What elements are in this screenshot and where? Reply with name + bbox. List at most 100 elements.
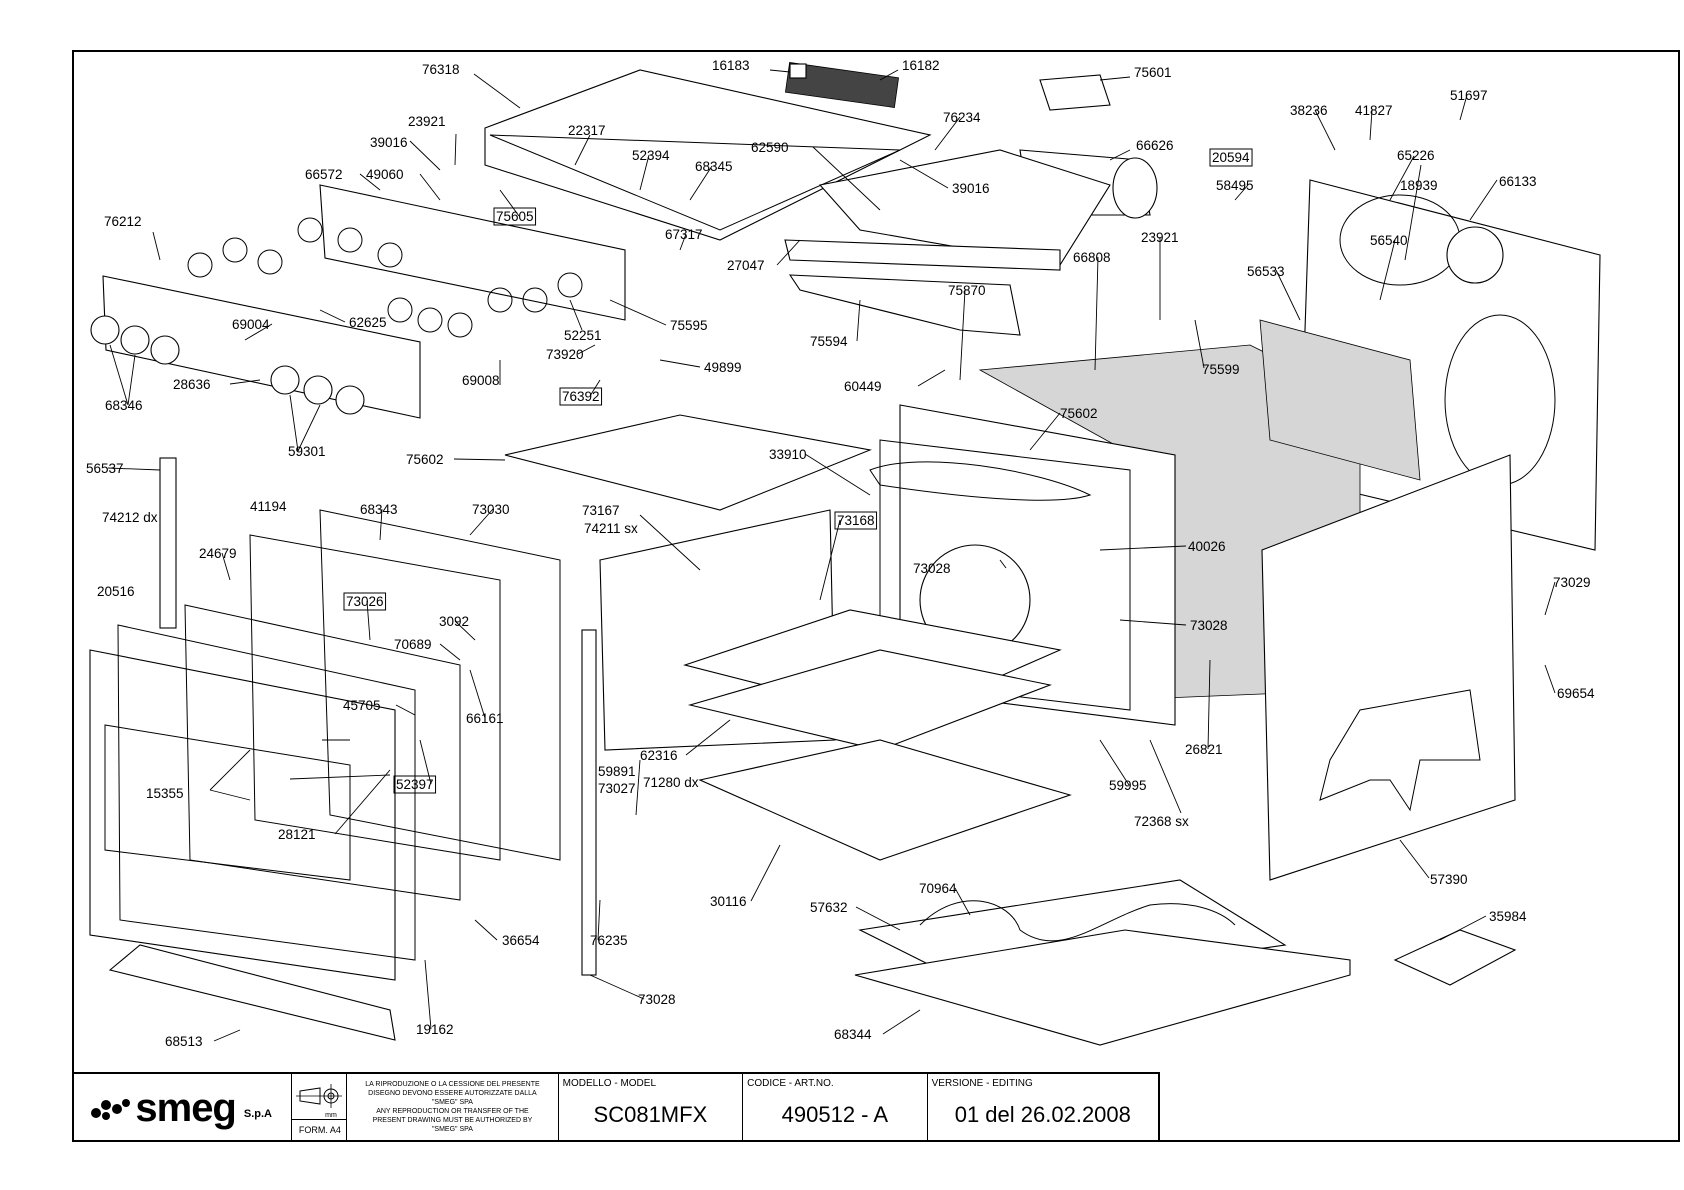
part-number-label: 16183	[712, 58, 750, 73]
model-value: SC081MFX	[593, 1102, 708, 1127]
side-insulation	[1259, 319, 1421, 481]
drawing-frame	[72, 50, 1680, 1142]
code-field: CODICE - ART.NO. 490512 - A	[743, 1074, 928, 1142]
door-glass-2	[117, 624, 416, 961]
part-number-label: 40026	[1188, 539, 1226, 554]
part-number-label-boxed: 76392	[562, 389, 600, 404]
part-number-label: 73027	[598, 781, 636, 796]
door-window	[104, 724, 351, 881]
part-number-label: 73167	[582, 503, 620, 518]
part-number-label: 69008	[462, 373, 500, 388]
cooling-fan-end	[1112, 157, 1158, 219]
part-number-label: 28636	[173, 377, 211, 392]
parts-geometry	[89, 62, 1601, 1046]
control-panel-left	[102, 275, 421, 419]
part-number-label: 26821	[1185, 742, 1223, 757]
knobs	[90, 217, 583, 415]
part-number-label: 49899	[704, 360, 742, 375]
label-box	[559, 387, 603, 406]
part-number-label: 71280 dx	[643, 775, 699, 790]
manual-book	[1393, 929, 1517, 986]
label-box	[393, 775, 437, 794]
part-number-label: 52394	[632, 148, 670, 163]
part-number-label: 73028	[1190, 618, 1228, 633]
part-number-label: 39016	[370, 135, 408, 150]
part-number-label: 75602	[406, 452, 444, 467]
baking-tray	[687, 649, 1052, 751]
control-panel-upper	[319, 184, 626, 321]
model-label: MODELLO - MODEL	[562, 1078, 657, 1089]
part-number-label: 58495	[1216, 178, 1254, 193]
part-number-label: 51697	[1450, 88, 1488, 103]
drip-pan	[698, 739, 1072, 861]
part-number-label: 56533	[1247, 264, 1285, 279]
code-label: CODICE - ART.NO.	[747, 1078, 834, 1089]
smeg-logo-dots-icon	[91, 1099, 131, 1120]
label-box	[343, 592, 387, 611]
part-number-label: 72368 sx	[1134, 814, 1189, 829]
part-number-label: 23921	[408, 114, 446, 129]
fan-motor	[1446, 226, 1504, 284]
part-number-label: 69654	[1557, 686, 1595, 701]
part-number-label-boxed: 75605	[496, 209, 534, 224]
part-number-label: 66626	[1136, 138, 1174, 153]
notice-line: DISEGNO DEVONO ESSERE AUTORIZZATE DALLA	[368, 1090, 537, 1097]
model-field: MODELLO - MODEL SC081MFX	[559, 1074, 744, 1142]
part-number-label: 3092	[439, 614, 469, 629]
top-heating-element	[869, 461, 1092, 501]
projection-symbol-icon: mm	[292, 1074, 348, 1120]
part-number-label: 22317	[568, 123, 606, 138]
logo-cell: smeg S.p.A	[72, 1074, 293, 1142]
door-bottom-profile	[108, 944, 396, 1041]
code-value: 490512 - A	[781, 1102, 889, 1127]
part-number-label: 59891	[598, 764, 636, 779]
part-number-label: 74212 dx	[102, 510, 158, 525]
right-side-rail	[581, 629, 597, 976]
part-number-label: 65226	[1397, 148, 1435, 163]
part-number-label: 18939	[1400, 178, 1438, 193]
outer-door-glass	[89, 649, 396, 981]
part-number-label: 73029	[1553, 575, 1591, 590]
door-frame	[319, 509, 561, 861]
company-suffix: S.p.A	[243, 1108, 272, 1120]
support-plate	[788, 274, 1021, 336]
part-number-label: 35984	[1489, 909, 1527, 924]
part-number-label: 67317	[665, 227, 703, 242]
smeg-logo: smeg	[135, 1085, 236, 1130]
part-number-label: 38236	[1290, 103, 1328, 118]
part-number-label: 41194	[250, 499, 287, 514]
notice-line: "SMEG" SPA	[431, 1126, 473, 1133]
part-number-label: 49060	[366, 167, 404, 182]
part-number-label: 68343	[360, 502, 398, 517]
label-box	[493, 207, 537, 226]
terminal-small	[789, 63, 807, 79]
part-number-label: 74211 sx	[584, 521, 638, 536]
part-number-label: 66572	[305, 167, 343, 182]
part-number-label: 76212	[104, 214, 142, 229]
part-number-label: 15355	[146, 786, 184, 801]
part-number-label: 75595	[670, 318, 708, 333]
part-number-label: 68345	[695, 159, 733, 174]
part-number-label: 57390	[1430, 872, 1468, 887]
part-number-label: 69004	[232, 317, 270, 332]
part-number-label-boxed: 73168	[837, 513, 875, 528]
part-number-label: 66161	[466, 711, 504, 726]
bottom-heating-element	[919, 900, 1236, 942]
air-duct	[818, 149, 1111, 266]
part-number-label: 59995	[1109, 778, 1147, 793]
part-number-label: 75599	[1202, 362, 1240, 377]
part-number-label: 60449	[844, 379, 882, 394]
part-number-label: 76234	[943, 110, 981, 125]
rear-door-panel	[1261, 454, 1516, 881]
part-number-label: 73028	[638, 992, 676, 1007]
top-cover-edge	[489, 134, 901, 231]
part-number-label-boxed: 20594	[1212, 150, 1250, 165]
part-number-label: 68344	[834, 1027, 872, 1042]
part-number-label: 23921	[1141, 230, 1179, 245]
part-number-label: 57632	[810, 900, 848, 915]
copyright-notice: LA RIPRODUZIONE O LA CESSIONE DEL PRESEN…	[347, 1074, 559, 1142]
part-number-label: 73030	[472, 502, 510, 517]
part-number-label: 76235	[590, 933, 628, 948]
oven-cavity-inner	[879, 439, 1131, 711]
